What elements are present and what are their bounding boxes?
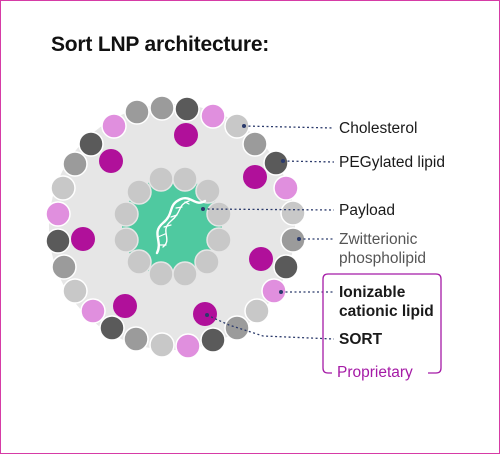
- leader-dot: [279, 290, 283, 294]
- leader-peg: [282, 160, 335, 163]
- magenta-bead: [174, 123, 198, 147]
- shell-bead: [45, 228, 71, 254]
- leader-payload: [202, 208, 335, 211]
- proprietary-bracket: [322, 273, 442, 374]
- inner-bead: [113, 201, 139, 227]
- shell-bead: [200, 103, 226, 129]
- magenta-bead: [193, 302, 217, 326]
- magenta-bead: [249, 247, 273, 271]
- shell-bead: [62, 278, 88, 304]
- rna-strand-icon: [155, 196, 207, 255]
- magenta-bead: [71, 227, 95, 251]
- magenta-bead: [99, 149, 123, 173]
- inner-bead: [206, 227, 232, 253]
- leader-lines: [202, 125, 335, 340]
- shell-bead: [80, 298, 106, 324]
- inner-bead: [195, 178, 221, 204]
- label-zwitterionic-line1: Zwitterionic: [339, 231, 418, 248]
- shell-bead: [175, 333, 201, 359]
- label-pegylated-lipid: PEGylated lipid: [339, 154, 445, 171]
- shell-bead: [242, 131, 268, 157]
- leader-sort: [206, 314, 335, 340]
- shell-bead: [280, 200, 306, 226]
- shell-bead: [280, 227, 306, 253]
- label-zwitterionic-line2: phospholipid: [339, 250, 427, 267]
- shell-bead: [78, 131, 104, 157]
- magenta-bead: [113, 294, 137, 318]
- shell-bead: [149, 332, 175, 358]
- leader-dots: [201, 124, 301, 317]
- inner-bead: [172, 261, 198, 287]
- label-ionizable-line2: cationic lipid: [339, 303, 434, 320]
- leader-dot: [281, 159, 285, 163]
- inner-bead: [113, 227, 139, 253]
- inner-shell: [113, 166, 232, 287]
- leader-dot: [242, 124, 246, 128]
- leader-dot: [205, 313, 209, 317]
- label-ionizable-line1: Ionizable: [339, 284, 406, 301]
- shell-bead: [123, 326, 149, 352]
- label-cholesterol: Cholesterol: [339, 120, 418, 137]
- label-payload: Payload: [339, 202, 396, 219]
- leader-cholesterol: [243, 125, 335, 129]
- shell-bead: [62, 151, 88, 177]
- leader-dot: [201, 207, 205, 211]
- inner-bead: [126, 179, 152, 205]
- label-proprietary: Proprietary: [337, 364, 413, 381]
- shell-bead: [244, 298, 270, 324]
- inner-bead: [194, 249, 220, 275]
- shell-bead: [200, 327, 226, 353]
- shell-bead: [273, 254, 299, 280]
- inner-bead: [148, 166, 174, 192]
- shell-bead: [149, 95, 175, 121]
- shell-bead: [273, 175, 299, 201]
- shell-bead: [263, 150, 289, 176]
- shell-bead: [101, 113, 127, 139]
- inner-bead: [126, 249, 152, 275]
- shell-bead: [51, 254, 77, 280]
- shell-bead: [99, 315, 125, 341]
- inner-bead: [206, 201, 232, 227]
- shell-bead: [45, 201, 71, 227]
- leader-dot: [297, 237, 301, 241]
- label-sort: SORT: [339, 331, 383, 348]
- outer-shell: [45, 95, 306, 359]
- shell-bead: [50, 175, 76, 201]
- inner-bead: [148, 261, 174, 287]
- inner-bead: [172, 166, 198, 192]
- shell-bead: [124, 99, 150, 125]
- diagram-title: Sort LNP architecture:: [51, 33, 270, 56]
- shell-bead: [174, 96, 200, 122]
- ionizable-lipids: [71, 123, 273, 326]
- proprietary-bracket-corner: [322, 367, 332, 374]
- shell-bead: [261, 278, 287, 304]
- magenta-bead: [243, 165, 267, 189]
